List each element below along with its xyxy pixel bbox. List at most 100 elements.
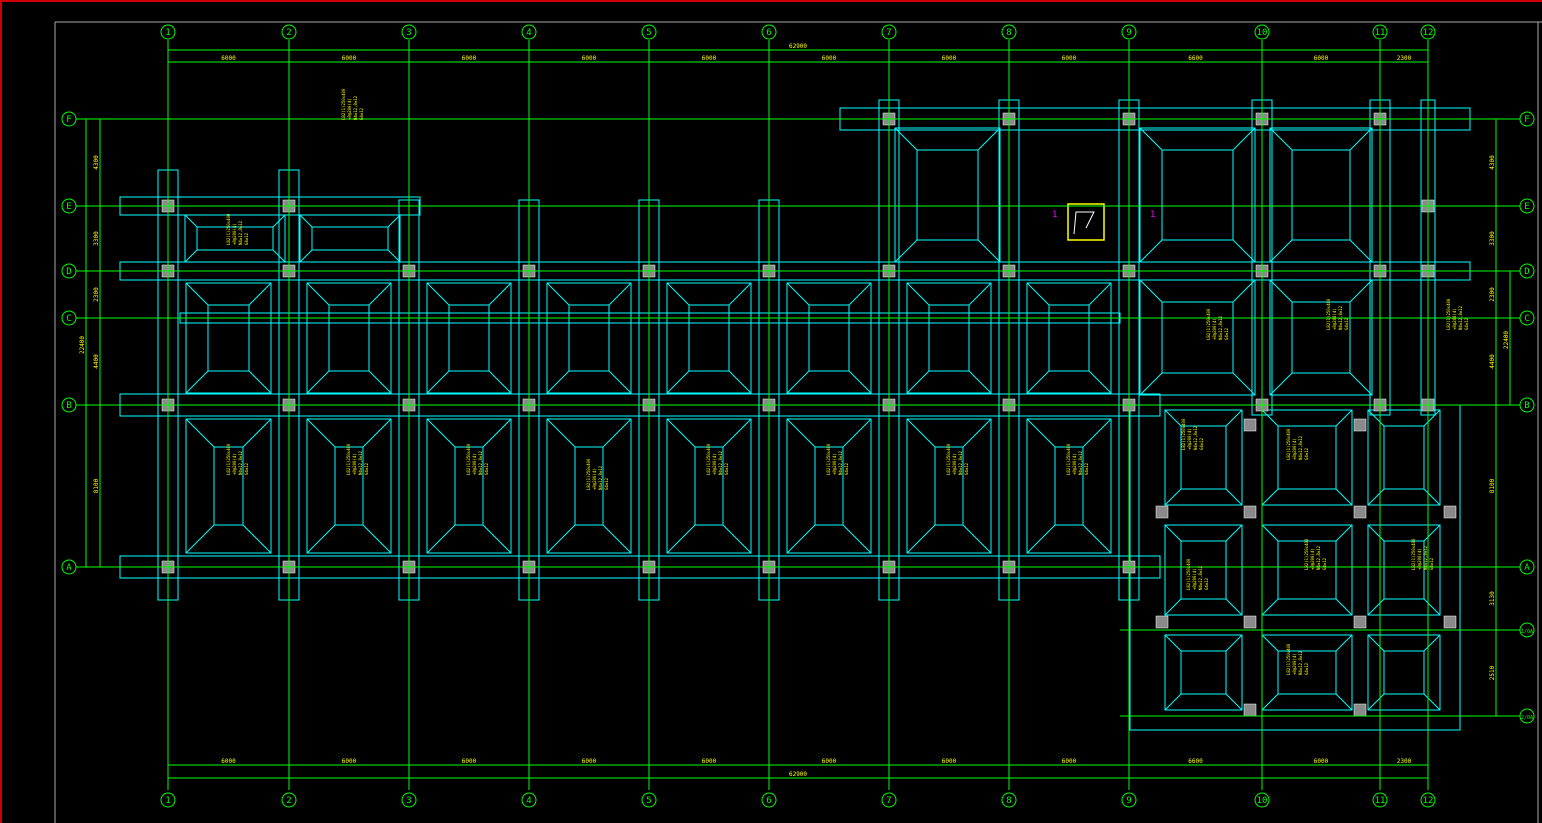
slab-note-14-line-3: G4±12 xyxy=(1304,662,1309,675)
pad-BD-10-hip xyxy=(1349,372,1373,396)
slab-note-0-line-1: +8@200(4) xyxy=(232,453,237,475)
annex-pad-4-inner xyxy=(1277,540,1337,600)
pad-BD-4-hip xyxy=(728,282,752,306)
top-dim-span-2: 6000 xyxy=(462,55,477,62)
pad-DF-9-inner xyxy=(1161,149,1234,241)
pad-AB-2-hip xyxy=(426,524,456,554)
pad-BD-10-hip xyxy=(1349,279,1373,303)
slab-note-14-line-1: +8@200(4) xyxy=(1292,653,1297,675)
slab-note-2-line-3: G4±12 xyxy=(484,462,489,475)
slab-note-16-line-1: +8@200(4) xyxy=(1417,548,1422,570)
axis-bubble-10 xyxy=(1254,792,1270,808)
axis-bubble-5 xyxy=(641,792,657,808)
axis-bubble-12 xyxy=(1420,24,1436,40)
section-symbol xyxy=(1073,211,1095,235)
axis-bubble-F xyxy=(1519,111,1535,127)
slab-note-3-line-1: +8@200(4) xyxy=(592,468,597,490)
left-dim-span-0: 4300 xyxy=(93,155,100,170)
pad-BD-6-hip xyxy=(968,282,992,306)
pad-AB-0-outer xyxy=(185,418,272,554)
column-43 xyxy=(1353,505,1367,519)
slab-note-6-line-2: N4±12,8±12 xyxy=(958,450,963,475)
slab-note-15-line-3: G4±12 xyxy=(1322,557,1327,570)
slab-note-8-line-1: +8@200(4) xyxy=(1187,428,1192,450)
axis-label-2/0A: 2/0A xyxy=(1521,715,1533,721)
axis-bubble-3 xyxy=(401,792,417,808)
pad-AB-5-hip xyxy=(786,418,816,448)
pad-BD-5-inner xyxy=(808,304,850,372)
slab-note-2-line-1: +8@200(4) xyxy=(472,453,477,475)
axis-bubble-2/0A xyxy=(1519,708,1535,724)
slab-note-18-line-1: +8@200(4) xyxy=(347,98,352,120)
axis-label-B: B xyxy=(66,401,71,411)
pad-BD-7-hip xyxy=(1088,370,1112,394)
pad-AB-2-inner xyxy=(454,446,484,526)
slab-note-13-line-1: +8@200(4) xyxy=(1192,568,1197,590)
pad-DE-1-hip xyxy=(272,214,286,228)
slab-note-5-line-1: +8@200(4) xyxy=(832,453,837,475)
annex-pad-2-hip xyxy=(1367,409,1385,427)
axis-label-D: D xyxy=(1524,267,1529,277)
slab-note-16-line-0: LB2(1)250x400 xyxy=(1411,538,1416,570)
axis-label-6: 6 xyxy=(766,796,771,806)
axis-bubble-1 xyxy=(160,24,176,40)
annex-pad-0-outer xyxy=(1164,409,1243,506)
pad-BD-7-inner xyxy=(1048,304,1090,372)
pad-AB-4-hip xyxy=(666,418,696,448)
pad-AB-6-hip xyxy=(906,524,936,554)
pad-BD-9-outer xyxy=(1139,279,1256,396)
pad-BD-0-inner xyxy=(207,304,250,372)
pad-AB-6-outer xyxy=(906,418,992,554)
pad-BD-3-hip xyxy=(546,370,570,394)
left-total-dim: 22400 xyxy=(79,336,86,354)
slab-note-7-line-1: +8@200(4) xyxy=(1072,453,1077,475)
pad-BD-2-hip xyxy=(488,370,512,394)
pad-AB-7-hip xyxy=(1026,418,1056,448)
bottom-dim-span-3: 6000 xyxy=(582,758,597,765)
slab-note-15-line-2: N4±12,8±12 xyxy=(1316,545,1321,570)
slab-note-18-line-0: LB2(1)250x400 xyxy=(341,88,346,120)
slab-note-11-line-3: G4±12 xyxy=(1344,317,1349,330)
left-dim-span-4: 8100 xyxy=(93,478,100,493)
pad-DE-2-hip xyxy=(387,214,401,228)
annex-pad-4-hip xyxy=(1261,598,1279,616)
slab-note-17-line-0: LB2(1)250x400 xyxy=(226,213,231,245)
annex-pad-0-hip xyxy=(1164,488,1182,506)
axis-bubble-6 xyxy=(761,792,777,808)
bottom-dim-span-2: 6000 xyxy=(462,758,477,765)
axis-label-11: 11 xyxy=(1375,28,1386,38)
slab-note-4-line-2: N4±12,8±12 xyxy=(718,450,723,475)
slab-note-3-line-0: LB2(1)250x400 xyxy=(586,458,591,490)
top-dim-span-6: 6000 xyxy=(942,55,957,62)
axis-label-5: 5 xyxy=(646,796,651,806)
annex-pad-0-hip xyxy=(1164,409,1182,427)
bottom-dim-span-1: 6000 xyxy=(342,758,357,765)
axis-label-B: B xyxy=(1524,401,1529,411)
pad-BD-1-hip xyxy=(306,282,330,306)
slab-note-8-line-0: LB2(1)250x400 xyxy=(1181,418,1186,450)
top-dim-span-3: 6000 xyxy=(582,55,597,62)
axis-bubble-C xyxy=(61,310,77,326)
axis-label-6: 6 xyxy=(766,28,771,38)
slab-note-5-line-0: LB2(1)250x400 xyxy=(826,443,831,475)
right-dim-span-0: 4300 xyxy=(1489,155,1496,170)
axis-label-2: 2 xyxy=(286,28,291,38)
pad-BD-6-hip xyxy=(906,282,930,306)
pad-AB-6-hip xyxy=(962,418,992,448)
annex-pad-5-outer xyxy=(1367,524,1441,616)
slab-note-12-line-3: G4±12 xyxy=(1464,317,1469,330)
pad-BD-1-hip xyxy=(368,282,392,306)
axis-bubble-1/0A xyxy=(1519,622,1535,638)
slab-note-4-line-0: LB2(1)250x400 xyxy=(706,443,711,475)
pad-BD-10-hip xyxy=(1269,372,1293,396)
column-51 xyxy=(1243,418,1257,432)
pad-AB-2-hip xyxy=(482,524,512,554)
column-44 xyxy=(1443,505,1457,519)
pad-BD-9-hip xyxy=(1139,279,1163,303)
annex-pad-2-hip xyxy=(1423,488,1441,506)
axis-label-A: A xyxy=(66,563,72,573)
axis-bubble-8 xyxy=(1001,24,1017,40)
pad-BD-3-hip xyxy=(608,282,632,306)
pad-BD-6-inner xyxy=(928,304,970,372)
